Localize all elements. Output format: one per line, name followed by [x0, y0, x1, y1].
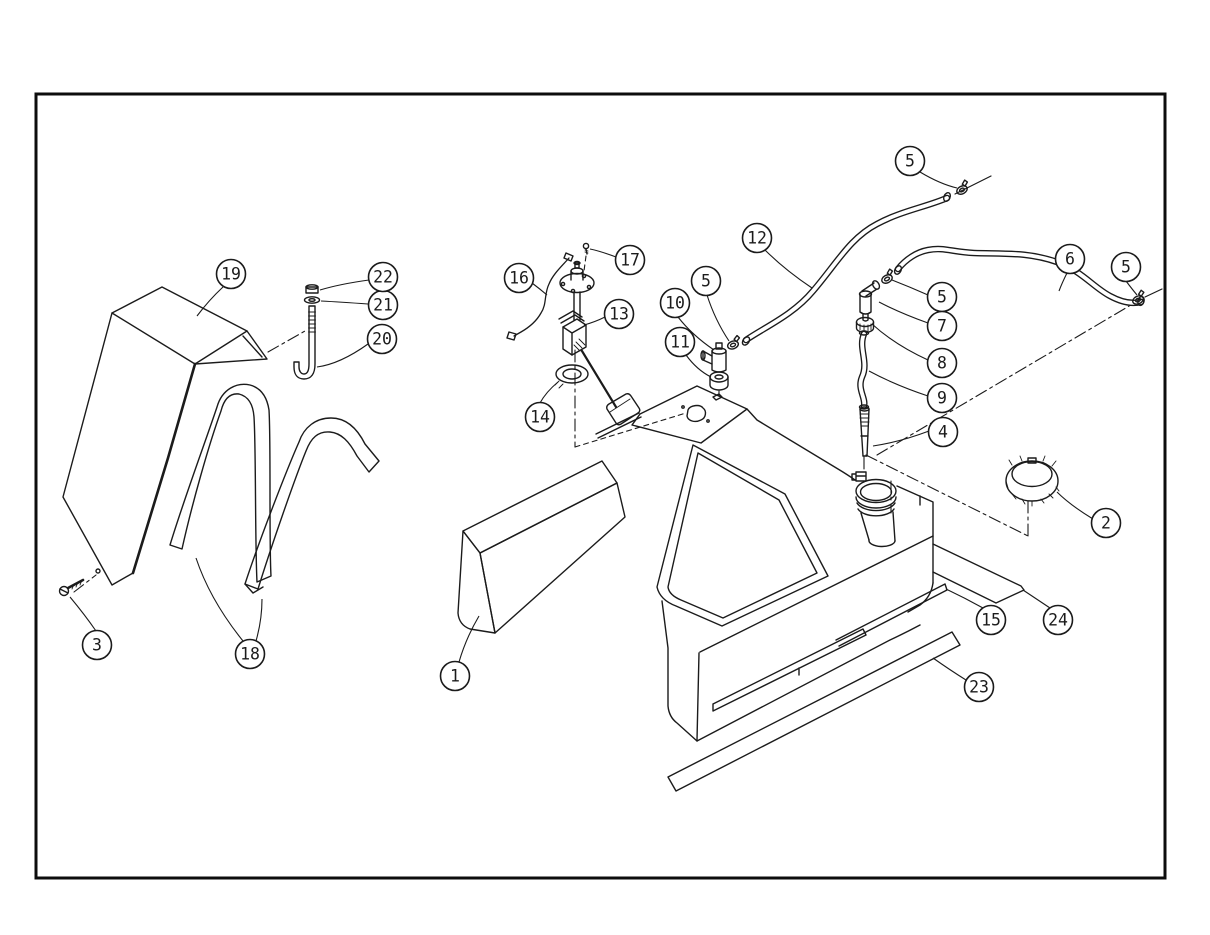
callout-5-elbow: 5	[891, 279, 958, 313]
elbow-fitting-7	[858, 280, 881, 322]
svg-text:16: 16	[509, 269, 529, 288]
callout-5-top: 5	[894, 145, 958, 189]
hose-12	[741, 175, 992, 346]
svg-text:11: 11	[670, 333, 690, 352]
callout-5-right: 5	[1110, 251, 1142, 296]
svg-text:18: 18	[240, 645, 260, 664]
svg-text:9: 9	[937, 389, 947, 408]
screw-17	[582, 242, 590, 272]
mount-plate-24	[932, 543, 1025, 604]
callout-21: 21	[320, 289, 399, 321]
svg-text:6: 6	[1065, 250, 1075, 269]
screw-part-3	[58, 578, 85, 597]
svg-text:21: 21	[373, 296, 393, 315]
callout-10: 10	[659, 287, 715, 351]
svg-text:17: 17	[620, 251, 640, 270]
svg-text:24: 24	[1048, 611, 1068, 630]
fuel-sender-13	[558, 260, 641, 426]
hose-6	[893, 245, 1163, 307]
callouts: 1 2 3 4 5 5 5 5	[69, 145, 1142, 703]
wire-harness-16	[506, 252, 574, 341]
svg-text:2: 2	[1101, 514, 1111, 533]
callout-4: 4	[872, 416, 959, 448]
callout-9: 9	[868, 370, 958, 414]
fuel-cap-2	[1005, 455, 1060, 507]
callout-18: 18	[195, 557, 266, 670]
callout-15: 15	[945, 588, 1007, 636]
j-bolt-20	[267, 305, 316, 380]
svg-text:13: 13	[609, 305, 629, 324]
callout-14: 14	[524, 381, 559, 433]
svg-text:1: 1	[450, 667, 460, 686]
bushing-8	[855, 316, 875, 334]
svg-text:3: 3	[92, 636, 102, 655]
callout-8: 8	[871, 323, 958, 379]
callout-24: 24	[1022, 589, 1074, 636]
callout-3: 3	[69, 596, 113, 661]
svg-text:23: 23	[969, 678, 989, 697]
elbow-fitting-10	[700, 342, 727, 373]
callout-11: 11	[664, 326, 712, 378]
svg-text:12: 12	[747, 229, 767, 248]
callout-19: 19	[196, 258, 247, 317]
svg-text:10: 10	[665, 294, 685, 313]
callout-23: 23	[932, 657, 995, 703]
strap-parts-18	[169, 383, 380, 594]
gasket-ring-14	[554, 349, 687, 448]
svg-text:5: 5	[1121, 258, 1131, 277]
callout-22: 22	[319, 261, 399, 293]
washer-21	[303, 296, 321, 304]
callout-17: 17	[589, 244, 646, 276]
callout-16: 16	[503, 262, 548, 296]
fuel-tank-1	[457, 298, 1142, 742]
svg-text:20: 20	[372, 330, 392, 349]
svg-text:15: 15	[981, 611, 1001, 630]
svg-text:19: 19	[221, 265, 241, 284]
clamp-5-elbow	[877, 267, 897, 286]
svg-text:5: 5	[905, 152, 915, 171]
nut-22	[305, 284, 319, 294]
svg-text:22: 22	[373, 268, 393, 287]
callout-1: 1	[439, 615, 480, 692]
svg-text:8: 8	[937, 354, 947, 373]
callout-13: 13	[583, 298, 635, 330]
svg-text:7: 7	[937, 317, 947, 336]
callout-6: 6	[1054, 243, 1086, 292]
drawing-border	[34, 92, 1167, 880]
clamp-5-mid	[724, 334, 743, 352]
callout-20: 20	[316, 323, 398, 368]
cover-part	[62, 286, 268, 593]
svg-text:14: 14	[530, 408, 550, 427]
mount-strip-23	[667, 631, 961, 792]
callout-7: 7	[878, 301, 958, 342]
tube-4	[859, 406, 870, 457]
hose-9	[857, 330, 870, 410]
callout-2: 2	[1056, 491, 1122, 539]
svg-text:4: 4	[938, 423, 948, 442]
callout-12: 12	[741, 222, 813, 289]
svg-text:5: 5	[937, 288, 947, 307]
callout-5-mid: 5	[690, 265, 730, 342]
svg-text:5: 5	[701, 272, 711, 291]
